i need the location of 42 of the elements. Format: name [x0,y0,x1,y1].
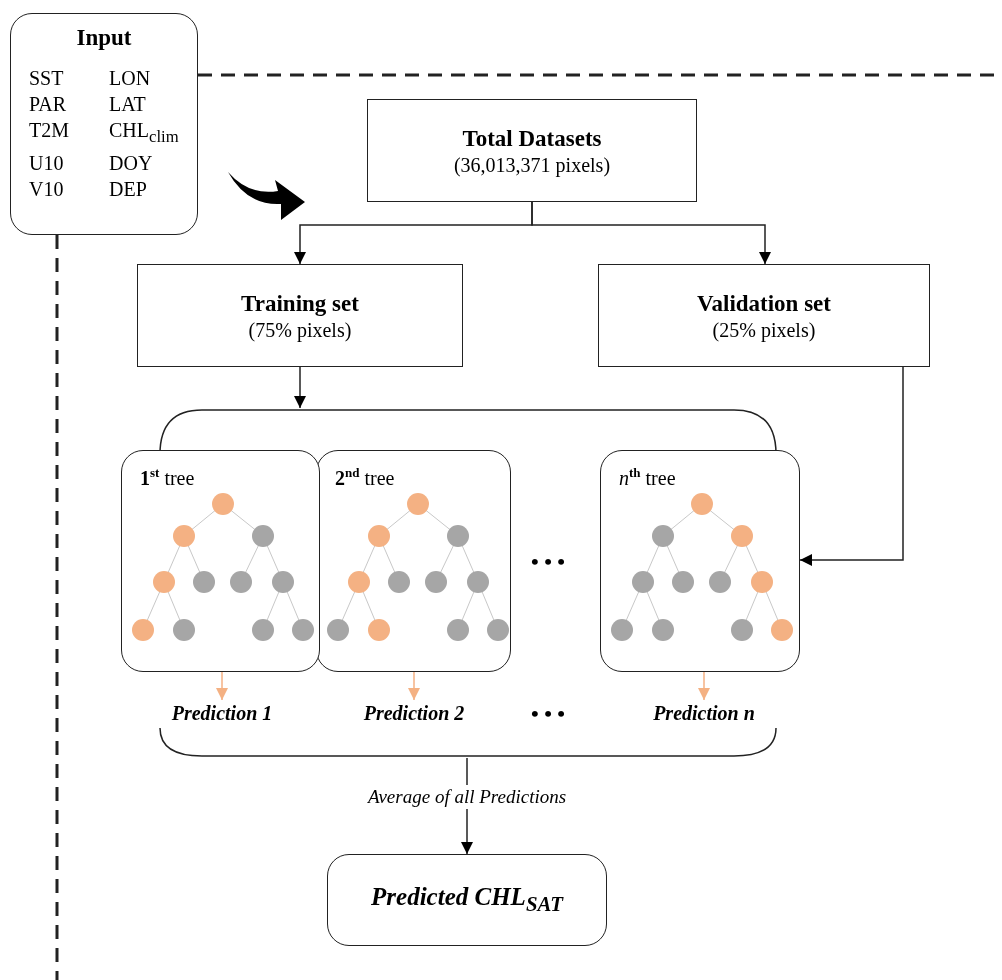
arrow [408,671,420,701]
dashed-line [55,235,59,980]
tree-label: 2$^{nd}$ tree [335,464,395,490]
result-box [327,854,607,946]
box-subtitle: (36,013,371 pixels) [453,152,611,177]
variable-label: DEP [109,177,148,201]
brace-bracket [157,728,779,758]
prediction-label: Prediction n [634,700,774,728]
input-box [10,13,198,235]
arrow [294,366,306,409]
tree-panel [600,450,800,672]
ellipsis: • • • [530,701,566,727]
variable-label: U10 [29,151,65,175]
variable-label: T2M [29,118,70,143]
ellipsis: • • • [530,549,566,575]
arrow [531,201,771,265]
box-subtitle: (25% pixels) [712,317,816,342]
arrow [799,366,904,566]
tree-label: 1$^{st}$ tree [140,464,195,490]
tree-panel [121,450,320,672]
box-subtitle: (75% pixels) [248,317,352,342]
arrow [216,671,228,701]
variable-label: SST [29,66,65,90]
arrow [698,671,710,701]
variable-label: V10 [29,177,65,201]
tree-panel [316,450,511,672]
prediction-label: Prediction 1 [152,700,292,728]
result-label: Predicted CHL$_{SAT}$ [371,883,563,917]
process-box [367,99,697,202]
tree-label: n$^{th}$ tree [619,464,676,490]
box-title: Training set [241,289,359,318]
variable-label: CHL$_{clim}$ [109,118,179,148]
box-title: Input [75,24,133,52]
variable-label: LAT [109,92,147,116]
box-title: Total Datasets [462,124,602,153]
variable-label: PAR [29,92,68,116]
prediction-label: Prediction 2 [344,700,484,728]
process-box [137,264,463,367]
process-box [598,264,930,367]
variable-label: DOY [109,151,154,175]
variable-label: LON [109,66,152,90]
box-title: Validation set [697,289,831,318]
